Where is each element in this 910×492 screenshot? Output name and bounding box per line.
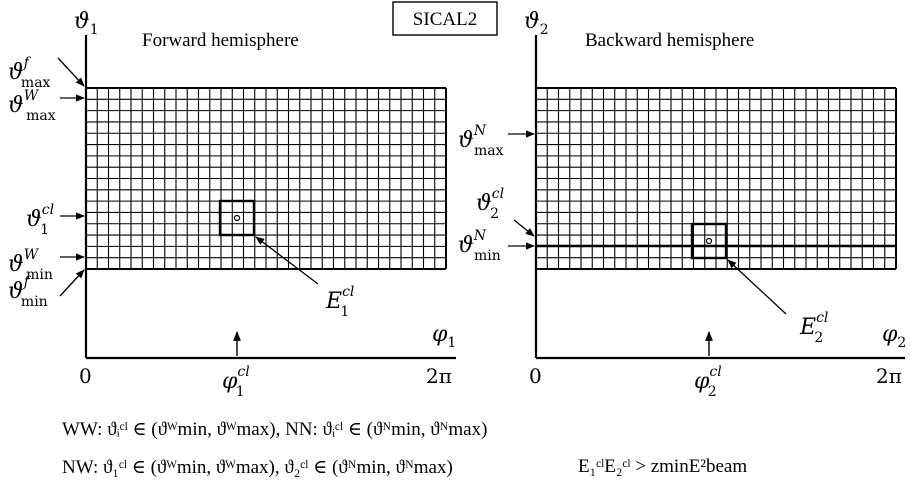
- right-x-tick-0: 0: [529, 364, 542, 388]
- left-x-tick-2pi: 2π: [426, 364, 452, 388]
- right-title: Backward hemisphere: [585, 30, 754, 51]
- sical2-label: SICAL2: [413, 9, 477, 30]
- left-y-axis-label: ϑ1: [74, 9, 99, 38]
- right-x-axis-label: φ2: [882, 322, 906, 351]
- forward-calorimeter-grid: [85, 87, 447, 270]
- left-cluster-box: [218, 199, 256, 237]
- left-arrow-theta-f-max: [57, 57, 85, 87]
- sical2-box: [392, 1, 498, 36]
- left-arrow-e-cl: [255, 236, 319, 285]
- left-arrow-theta-f-min: [59, 269, 85, 297]
- right-cluster-center: [705, 237, 713, 245]
- backward-calorimeter-grid: [535, 87, 897, 270]
- left-title: Forward hemisphere: [142, 30, 299, 51]
- right-x-tick-2pi: 2π: [876, 364, 902, 388]
- right-arrow-e-cl: [727, 259, 787, 315]
- left-x-tick-0: 0: [79, 364, 92, 388]
- left-x-axis-label: φ1: [432, 322, 456, 351]
- right-cluster-box: [690, 222, 728, 260]
- left-cluster-center: [233, 214, 241, 222]
- right-y-axis-label: ϑ2: [524, 9, 549, 38]
- right-arrow-theta-2-cl: [513, 219, 535, 237]
